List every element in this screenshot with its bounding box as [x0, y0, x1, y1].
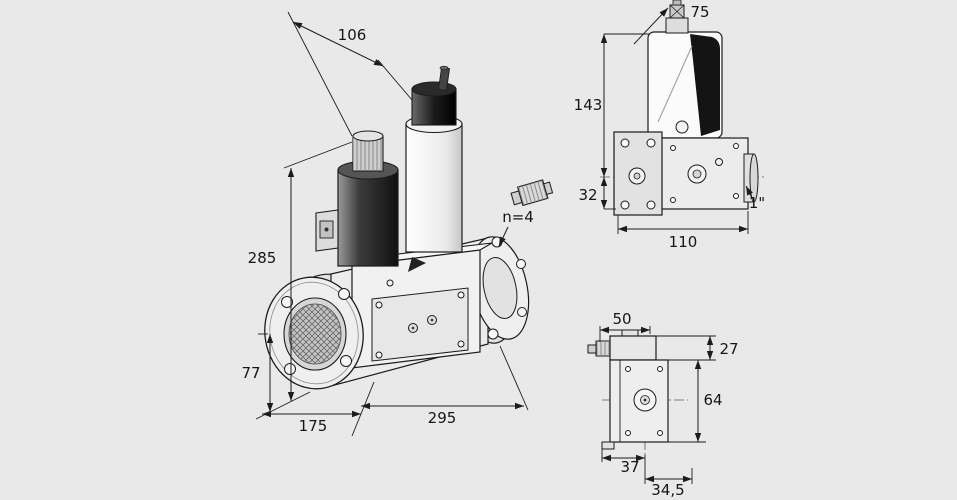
- dim-label-77: 77: [241, 364, 260, 382]
- front-connector: [587, 329, 657, 361]
- dim-label-143: 143: [574, 96, 603, 114]
- dim-110: 110: [617, 211, 749, 251]
- electrical-connector-box: [315, 209, 339, 252]
- sealing-plug-fitting: [510, 179, 554, 207]
- outlet-flange: [470, 236, 530, 340]
- dim-label-n4: n=4: [502, 208, 534, 226]
- dim-50: 50: [599, 310, 651, 342]
- dim-143: 143: [574, 33, 650, 177]
- dim-27: 27: [656, 335, 739, 361]
- bolt-hole: [620, 200, 630, 210]
- body-screw: [657, 430, 663, 436]
- callout-1in: 1": [745, 185, 765, 212]
- dim-label-75: 75: [690, 3, 709, 21]
- front-view-dimensions: 50 27 64 37 34,5: [599, 310, 739, 499]
- dim-175: 175: [262, 381, 375, 437]
- flange-bolt-hole: [517, 307, 527, 317]
- front-view: [587, 329, 688, 455]
- body-screw: [625, 430, 631, 436]
- main-view-dimensions: 106 285 77 175 295 n=4: [241, 11, 534, 437]
- dim-label-32: 32: [578, 186, 597, 204]
- dim-106: 106: [287, 11, 413, 137]
- plate-screw: [375, 351, 383, 359]
- side-coil-dark-half: [690, 34, 720, 136]
- dim-label-27: 27: [719, 340, 738, 358]
- dim-37: 37: [601, 449, 646, 476]
- dim-label-175: 175: [299, 417, 328, 435]
- dim-34-5: 34,5: [644, 462, 693, 499]
- body-screw: [386, 279, 394, 287]
- bolt-hole: [646, 138, 656, 148]
- dim-label-64: 64: [703, 391, 722, 409]
- body-screw: [625, 366, 631, 372]
- bolt-hole: [646, 200, 656, 210]
- body-screw: [657, 366, 663, 372]
- label-plate: [371, 287, 469, 362]
- body-screw: [670, 197, 676, 203]
- body-screw: [733, 143, 739, 149]
- side-valve-body: [613, 131, 759, 216]
- dim-64: 64: [668, 360, 723, 443]
- dim-label-37: 37: [620, 458, 639, 476]
- side-view-dimensions: 75 143 32 110 1": [574, 3, 766, 251]
- dim-label-50: 50: [612, 310, 631, 328]
- side-connector: [665, 0, 689, 34]
- front-valve-body: [601, 359, 669, 450]
- solenoid-coil-right: [405, 65, 463, 253]
- valve-body-block: [351, 242, 493, 369]
- flange-bolt-hole: [340, 355, 352, 367]
- dim-label-34-5: 34,5: [651, 481, 684, 499]
- dim-label-1in: 1": [749, 194, 765, 212]
- bolt-hole: [620, 138, 630, 148]
- plate-screw: [457, 291, 465, 299]
- main-isometric-view: [264, 65, 554, 390]
- callout-n4: n=4: [498, 208, 534, 247]
- dim-75: 75: [633, 3, 710, 45]
- body-screw: [715, 158, 723, 166]
- flange-bolt-hole: [338, 288, 350, 300]
- flow-direction-arrow: [408, 257, 426, 272]
- solenoid-coil-left: [337, 130, 399, 267]
- dim-label-110: 110: [669, 233, 698, 251]
- dim-label-285: 285: [248, 249, 277, 267]
- flange-bolt-hole: [284, 363, 296, 375]
- side-view: [600, 0, 764, 216]
- plate-screw: [375, 301, 383, 309]
- flange-bolt-hole: [487, 328, 499, 340]
- coil-detail-circle: [675, 120, 689, 134]
- dim-label-106: 106: [338, 26, 367, 44]
- dim-77: 77: [241, 333, 274, 412]
- plate-screw: [457, 340, 465, 348]
- dim-295: 295: [361, 345, 529, 427]
- mounting-foot: [601, 441, 615, 450]
- body-screw: [733, 193, 739, 199]
- inlet-strainer-mesh: [289, 304, 341, 364]
- body-screw: [670, 145, 676, 151]
- flange-bolt-hole: [516, 259, 526, 269]
- dim-32: 32: [578, 177, 616, 210]
- dim-label-295: 295: [428, 409, 457, 427]
